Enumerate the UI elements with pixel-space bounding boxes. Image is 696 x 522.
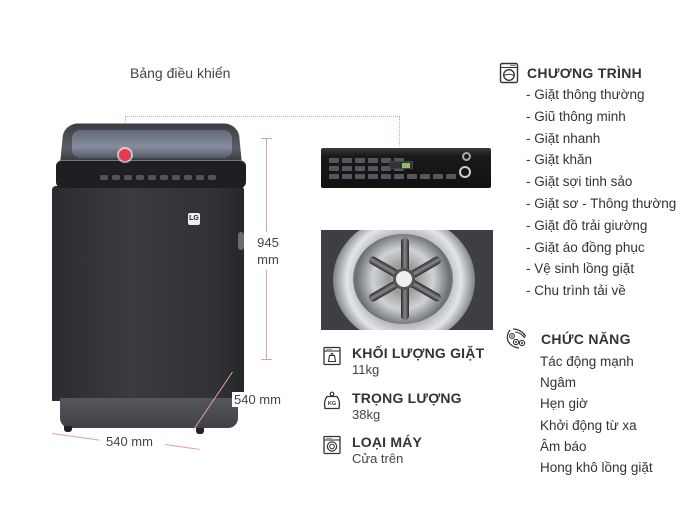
control-panel-label: Bảng điều khiển <box>130 65 231 81</box>
spec-title: KHỐI LƯỢNG GIẶT <box>352 345 485 361</box>
washer-base <box>60 398 238 428</box>
width-dimension-line <box>164 444 200 450</box>
washer-control-buttons <box>98 168 218 182</box>
svg-text:KG: KG <box>328 401 336 407</box>
spec-type: LOẠI MÁY Cửa trên <box>322 434 422 467</box>
programs-section: CHƯƠNG TRÌNH - Giặt thông thường - Giũ t… <box>499 62 676 302</box>
program-item: - Vệ sinh lồng giặt <box>526 261 635 277</box>
display-panel <box>389 161 413 169</box>
function-item: Khởi động từ xa <box>540 417 637 433</box>
connector-line <box>399 116 400 146</box>
weight-kg-icon: KG <box>323 391 341 410</box>
program-item: - Giặt sợi tinh sảo <box>526 174 633 190</box>
functions-list: Tác động mạnh Ngâm Hẹn giờ Khởi động từ … <box>505 351 653 478</box>
washer-foot <box>196 428 204 434</box>
program-item: - Giặt đồ trải giường <box>526 217 648 233</box>
program-item: - Giặt khăn <box>526 152 593 168</box>
program-item: - Chu trình tải về <box>526 283 626 299</box>
spec-value: Cửa trên <box>352 451 404 466</box>
spec-weight: KG TRỌNG LƯỢNG 38kg <box>322 390 462 423</box>
program-item: - Giũ thông minh <box>526 108 626 124</box>
washer-glass-lid <box>72 130 232 158</box>
spec-title: TRỌNG LƯỢNG <box>352 390 462 406</box>
spec-capacity: KHỐI LƯỢNG GIẶT 11kg <box>322 345 484 378</box>
function-item: Ngâm <box>540 375 577 391</box>
program-item: - Giặt nhanh <box>526 130 601 146</box>
washer-capacity-icon <box>323 346 341 366</box>
function-item: Hẹn giờ <box>540 396 588 412</box>
spec-title: LOẠI MÁY <box>352 434 423 450</box>
program-item: - Giặt sơ - Thông thường <box>526 195 677 211</box>
functions-title: CHỨC NĂNG <box>541 331 631 347</box>
spec-value: 11kg <box>352 362 380 377</box>
width-dimension-line <box>51 433 100 441</box>
washer-type-icon <box>323 435 341 455</box>
program-item: - Giặt áo đồng phục <box>526 239 645 255</box>
washer-cabinet <box>52 186 244 401</box>
height-dimension-cap <box>261 359 272 360</box>
start-pause-icon <box>459 166 471 178</box>
control-panel-closeup-image <box>321 148 491 188</box>
programs-list: - Giặt thông thường - Giũ thông minh - G… <box>499 84 676 302</box>
washer-control-strip <box>56 160 246 188</box>
lg-logo-badge: LG <box>188 213 200 225</box>
program-item: - Giặt thông thường <box>526 87 645 102</box>
control-panel-marker-dot <box>119 149 131 161</box>
height-dimension-label: 945 mm <box>253 232 283 270</box>
width-dimension-label: 540 mm <box>106 434 153 449</box>
function-item: Tác động mạnh <box>540 354 634 369</box>
function-item: Hong khô lồng giặt <box>540 460 653 476</box>
washer-program-icon <box>499 62 519 84</box>
functions-section: CHỨC NĂNG Tác động mạnh Ngâm Hẹn giờ Khở… <box>505 327 653 478</box>
drum-closeup-image <box>321 230 493 330</box>
height-dimension-cap <box>261 138 272 139</box>
programs-title: CHƯƠNG TRÌNH <box>527 65 643 81</box>
washer-foot <box>64 426 72 432</box>
drum-functions-icon <box>506 328 527 349</box>
spec-value: 38kg <box>352 407 381 422</box>
washer-side-handle <box>238 232 244 250</box>
connector-line <box>125 116 400 117</box>
depth-dimension-label: 540 mm <box>232 392 283 407</box>
function-item: Âm báo <box>540 438 587 454</box>
